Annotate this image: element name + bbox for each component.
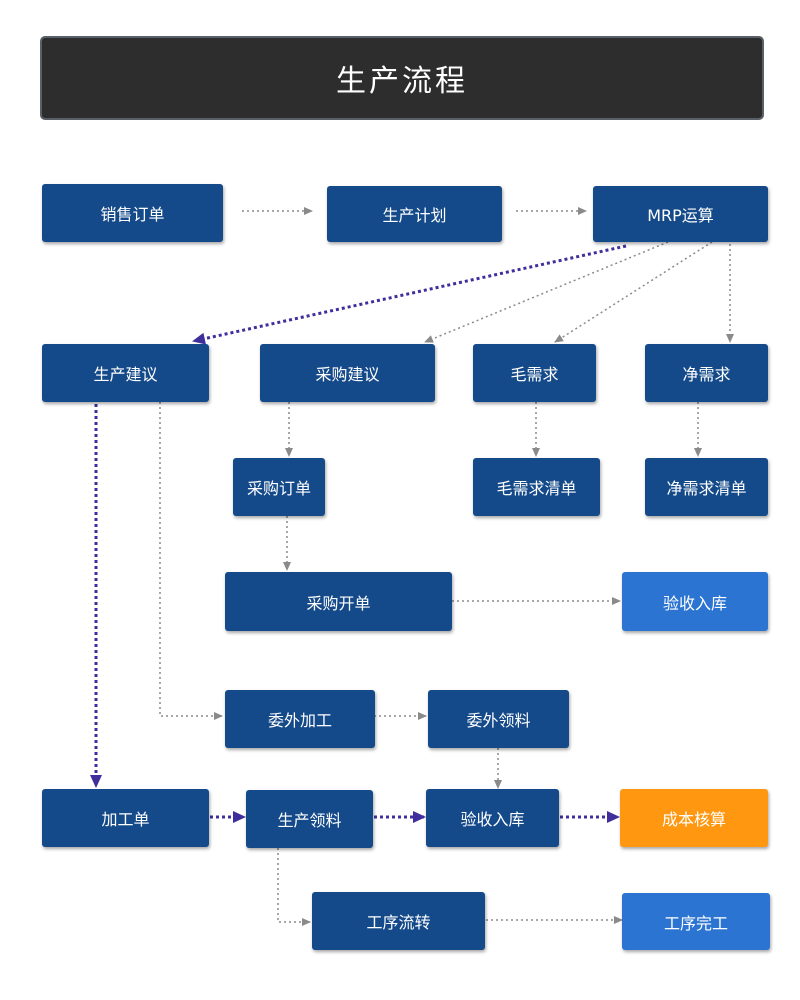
arrow-mrp-to-production-suggestion: [192, 244, 627, 345]
node-acceptance-top: 验收入库: [622, 572, 768, 631]
node-sales-order: 销售订单: [42, 184, 223, 242]
node-net-demand-list: 净需求清单: [645, 458, 768, 516]
node-production-plan: 生产计划: [327, 186, 502, 242]
node-work-order: 加工单: [42, 789, 209, 847]
node-production-picking: 生产领料: [246, 790, 373, 848]
node-acceptance-bottom: 验收入库: [426, 789, 559, 847]
node-mrp: MRP运算: [593, 186, 768, 242]
node-outsourcing-picking: 委外领料: [428, 690, 569, 748]
arrow-picking-to-process-transfer: [277, 848, 311, 926]
node-purchase-order: 采购订单: [233, 458, 325, 516]
node-net-demand: 净需求: [645, 344, 768, 402]
arrow-suggestion-to-outsourcing: [159, 402, 223, 720]
node-gross-demand-list: 毛需求清单: [473, 458, 600, 516]
arrow-mrp-to-purchase-suggestion: [424, 241, 669, 343]
node-gross-demand: 毛需求: [473, 344, 596, 402]
node-cost-accounting: 成本核算: [620, 789, 768, 847]
arrow-mrp-to-gross-demand: [554, 241, 713, 343]
node-purchase-suggestion: 采购建议: [260, 344, 435, 402]
node-outsourcing: 委外加工: [225, 690, 375, 748]
node-purchase-billing: 采购开单: [225, 572, 452, 631]
node-production-suggestion: 生产建议: [42, 344, 209, 402]
node-process-transfer: 工序流转: [312, 892, 485, 950]
page-title: 生产流程: [40, 36, 764, 120]
node-process-complete: 工序完工: [622, 893, 770, 950]
